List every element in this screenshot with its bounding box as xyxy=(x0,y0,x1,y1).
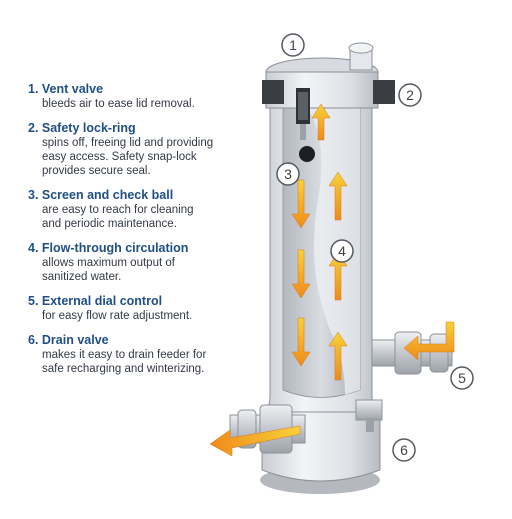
feature-description: for easy flow rate adjustment. xyxy=(42,310,193,322)
drain-valve xyxy=(355,399,383,432)
feeder-cutaway-diagram: 1 2 3 4 5 6 xyxy=(209,33,474,494)
feature-flow-through: 4. Flow-through circulation allows maxim… xyxy=(28,241,268,284)
flow-arrows xyxy=(209,103,455,457)
callout-5: 5 xyxy=(450,366,474,390)
callout-number: 2 xyxy=(406,87,414,103)
feature-description: are easy to reach for cleaning and perio… xyxy=(42,204,194,230)
callout-2: 2 xyxy=(398,83,422,107)
feature-title: 5. External dial control xyxy=(28,294,163,308)
feature-title: 3. Screen and check ball xyxy=(28,188,174,202)
feature-screen-check-ball: 3. Screen and check ball are easy to rea… xyxy=(28,188,268,231)
feature-description: allows maximum output of sanitized water… xyxy=(42,257,175,283)
callout-number: 5 xyxy=(458,370,466,386)
callout-6: 6 xyxy=(392,438,416,462)
feature-list: 1. Vent valve bleeds air to ease lid rem… xyxy=(28,82,268,386)
feature-description: makes it easy to drain feeder for safe r… xyxy=(42,349,207,375)
feature-safety-lock-ring: 2. Safety lock-ring spins off, freeing l… xyxy=(28,121,268,178)
callout-number: 4 xyxy=(338,243,346,259)
feature-drain-valve: 6. Drain valve makes it easy to drain fe… xyxy=(28,333,268,376)
callout-4: 4 xyxy=(330,239,354,263)
feature-vent-valve: 1. Vent valve bleeds air to ease lid rem… xyxy=(28,82,268,111)
feature-title: 1. Vent valve xyxy=(28,82,104,96)
callout-number: 1 xyxy=(289,37,297,53)
feature-title: 6. Drain valve xyxy=(28,333,109,347)
feature-description: bleeds air to ease lid removal. xyxy=(42,98,195,110)
feature-external-dial: 5. External dial control for easy flow r… xyxy=(28,294,268,323)
feature-title: 2. Safety lock-ring xyxy=(28,121,136,135)
feature-title: 4. Flow-through circulation xyxy=(28,241,189,255)
callout-1: 1 xyxy=(281,33,305,57)
check-ball xyxy=(299,146,315,162)
callout-3: 3 xyxy=(276,162,300,186)
callout-number: 6 xyxy=(400,442,408,458)
feature-description: spins off, freeing lid and providing eas… xyxy=(42,137,214,177)
vent-valve xyxy=(296,88,310,140)
callout-number: 3 xyxy=(284,166,292,182)
